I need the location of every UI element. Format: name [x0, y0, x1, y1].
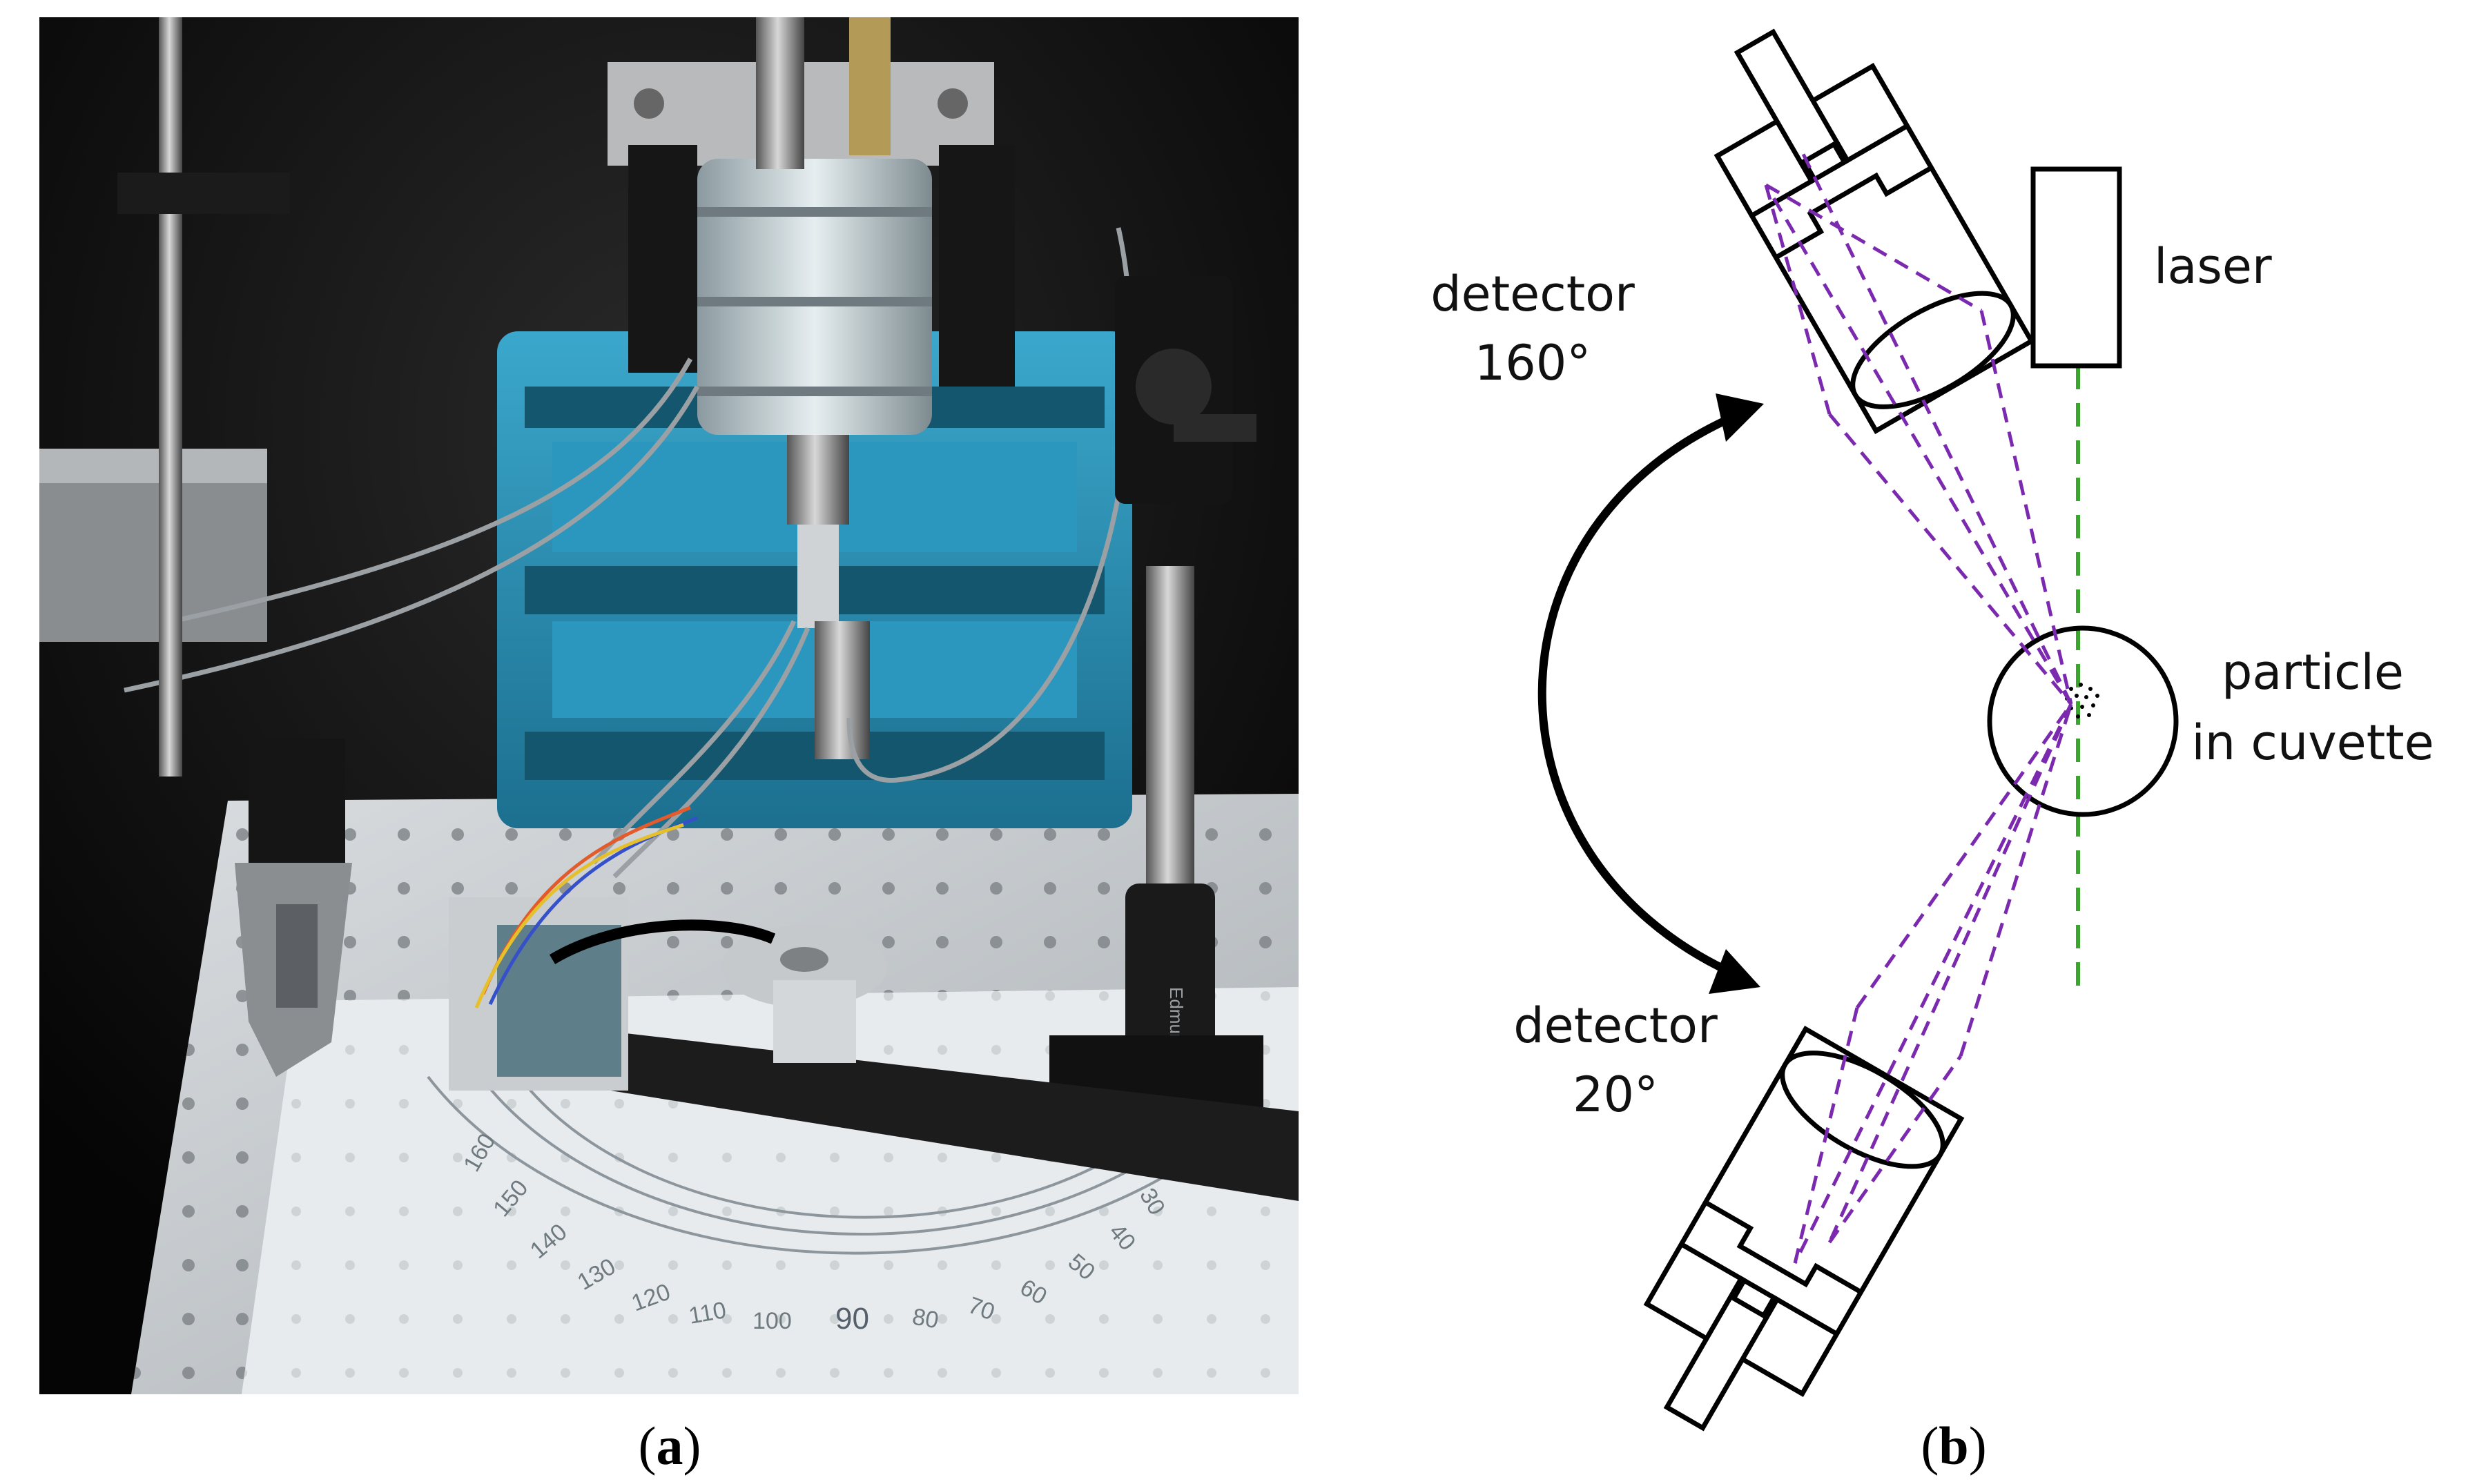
panel-a-label: (a)	[638, 1416, 701, 1476]
protractor-tick: 80	[911, 1303, 941, 1334]
protractor-tick: 100	[753, 1308, 792, 1334]
right-post: Edmund Optics	[1049, 276, 1263, 1132]
rotation-arm	[449, 806, 1299, 1201]
schematic-panel: laser particle in cuvette detec	[1430, 28, 2434, 1432]
detector-20-label-line1: detector	[1513, 997, 1718, 1054]
sample-holder	[608, 17, 1015, 759]
detector-160	[1713, 28, 2035, 434]
left-post	[117, 17, 352, 1077]
left-equipment-box	[39, 476, 267, 642]
detector-20-label-line2: 20°	[1573, 1066, 1658, 1123]
detector-160-label-line2: 160°	[1475, 335, 1591, 391]
protractor-tick: 90	[835, 1302, 869, 1336]
scatter-lines-20	[1793, 703, 2073, 1265]
detector-160-label-line1: detector	[1430, 266, 1635, 322]
panel-b-label: (b)	[1921, 1416, 1987, 1476]
rotation-arrow	[1537, 410, 1742, 977]
rotation-arrow-head-top	[1716, 393, 1764, 442]
protractor	[427, 1075, 1230, 1255]
rotation-arrow-head-bottom	[1709, 949, 1760, 994]
laser-box	[2030, 166, 2122, 369]
particle-label-line1: particle	[2222, 644, 2404, 701]
photo-panel: 160 150 140 130 120 110 100 90 80 70 60 …	[39, 17, 1299, 1394]
cuvette	[1987, 625, 2179, 817]
scatter-lines-160	[1764, 147, 2073, 705]
detector-20	[1643, 1026, 1965, 1432]
laser-label: laser	[2154, 238, 2272, 295]
protractor-tick: 110	[687, 1297, 728, 1329]
particle-label-line2: in cuvette	[2191, 714, 2434, 771]
